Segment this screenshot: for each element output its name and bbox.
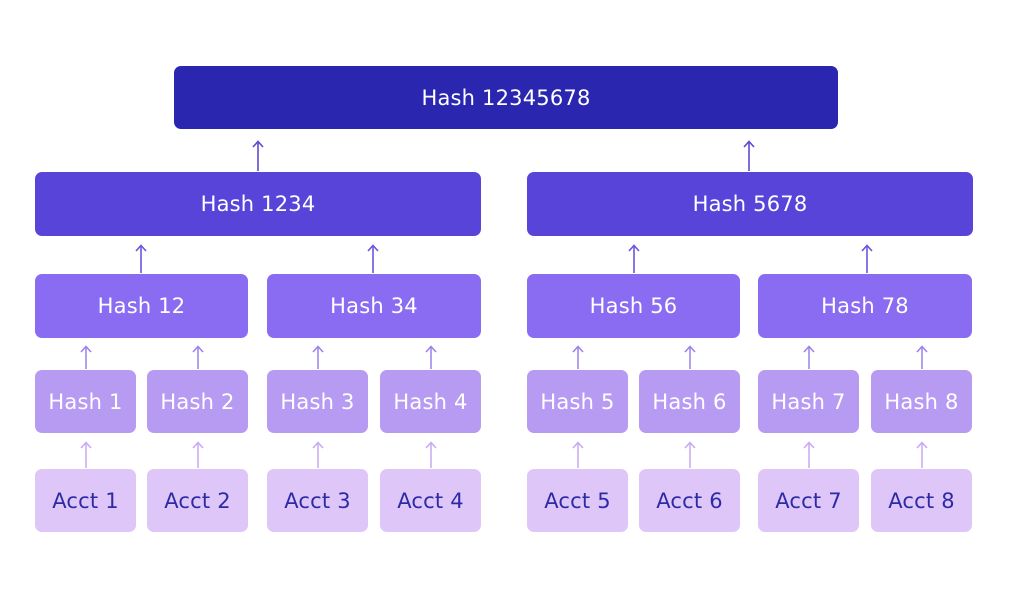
hash-label: Hash 6 — [652, 389, 727, 414]
arrow-up-icon — [803, 441, 815, 468]
account-label: Acct 4 — [397, 488, 464, 513]
hash-label: Hash 2 — [160, 389, 235, 414]
hash-label: Hash 56 — [589, 294, 678, 318]
arrow-up-icon — [192, 441, 204, 468]
hash-node-3: Hash 3 — [267, 370, 368, 433]
hash-node-8: Hash 8 — [871, 370, 972, 433]
account-node-8: Acct 8 — [871, 469, 972, 532]
account-label: Acct 8 — [888, 488, 955, 513]
account-label: Acct 7 — [775, 488, 842, 513]
arrow-up-icon — [80, 441, 92, 468]
account-node-6: Acct 6 — [639, 469, 740, 532]
hash-node-6: Hash 6 — [639, 370, 740, 433]
arrow-up-icon — [80, 345, 92, 369]
account-node-7: Acct 7 — [758, 469, 859, 532]
hash-label: Hash 12 — [97, 294, 186, 318]
hash-node-56: Hash 56 — [527, 274, 740, 338]
arrow-up-icon — [312, 345, 324, 369]
hash-node-12: Hash 12 — [35, 274, 248, 338]
account-node-3: Acct 3 — [267, 469, 368, 532]
arrow-up-icon — [192, 345, 204, 369]
hash-label: Hash 78 — [821, 294, 909, 318]
arrow-up-icon — [803, 345, 815, 369]
arrow-up-icon — [628, 244, 640, 273]
account-node-5: Acct 5 — [527, 469, 628, 532]
hash-label: Hash 7 — [771, 389, 846, 414]
account-label: Acct 6 — [656, 488, 723, 513]
hash-label: Hash 5678 — [692, 192, 808, 216]
hash-label: Hash 1 — [48, 389, 123, 414]
hash-label: Hash 4 — [393, 389, 468, 414]
hash-label: Hash 34 — [330, 294, 418, 318]
arrow-up-icon — [572, 441, 584, 468]
arrow-up-icon — [425, 345, 437, 369]
arrow-up-icon — [684, 345, 696, 369]
arrow-up-icon — [916, 345, 928, 369]
account-label: Acct 3 — [284, 488, 351, 513]
account-label: Acct 2 — [164, 488, 231, 513]
hash-label: Hash 3 — [280, 389, 355, 414]
arrow-up-icon — [425, 441, 437, 468]
account-label: Acct 5 — [544, 488, 611, 513]
arrow-up-icon — [861, 244, 873, 273]
hash-node-5: Hash 5 — [527, 370, 628, 433]
hash-label: Hash 8 — [884, 389, 959, 414]
arrow-up-icon — [743, 140, 755, 171]
hash-node-4: Hash 4 — [380, 370, 481, 433]
arrow-up-icon — [684, 441, 696, 468]
hash-label: Hash 5 — [540, 389, 615, 414]
account-node-4: Acct 4 — [380, 469, 481, 532]
hash-node-5678: Hash 5678 — [527, 172, 973, 236]
hash-node-7: Hash 7 — [758, 370, 859, 433]
arrow-up-icon — [572, 345, 584, 369]
account-label: Acct 1 — [52, 488, 119, 513]
arrow-up-icon — [135, 244, 147, 273]
hash-node-1: Hash 1 — [35, 370, 136, 433]
account-node-1: Acct 1 — [35, 469, 136, 532]
hash-node-78: Hash 78 — [758, 274, 972, 338]
hash-node-2: Hash 2 — [147, 370, 248, 433]
root-hash-label: Hash 12345678 — [421, 85, 591, 110]
arrow-up-icon — [252, 140, 264, 171]
account-node-2: Acct 2 — [147, 469, 248, 532]
hash-node-1234: Hash 1234 — [35, 172, 481, 236]
arrow-up-icon — [367, 244, 379, 273]
arrow-up-icon — [916, 441, 928, 468]
arrow-up-icon — [312, 441, 324, 468]
hash-node-34: Hash 34 — [267, 274, 481, 338]
root-hash-node: Hash 12345678 — [174, 66, 838, 129]
hash-label: Hash 1234 — [200, 192, 316, 216]
